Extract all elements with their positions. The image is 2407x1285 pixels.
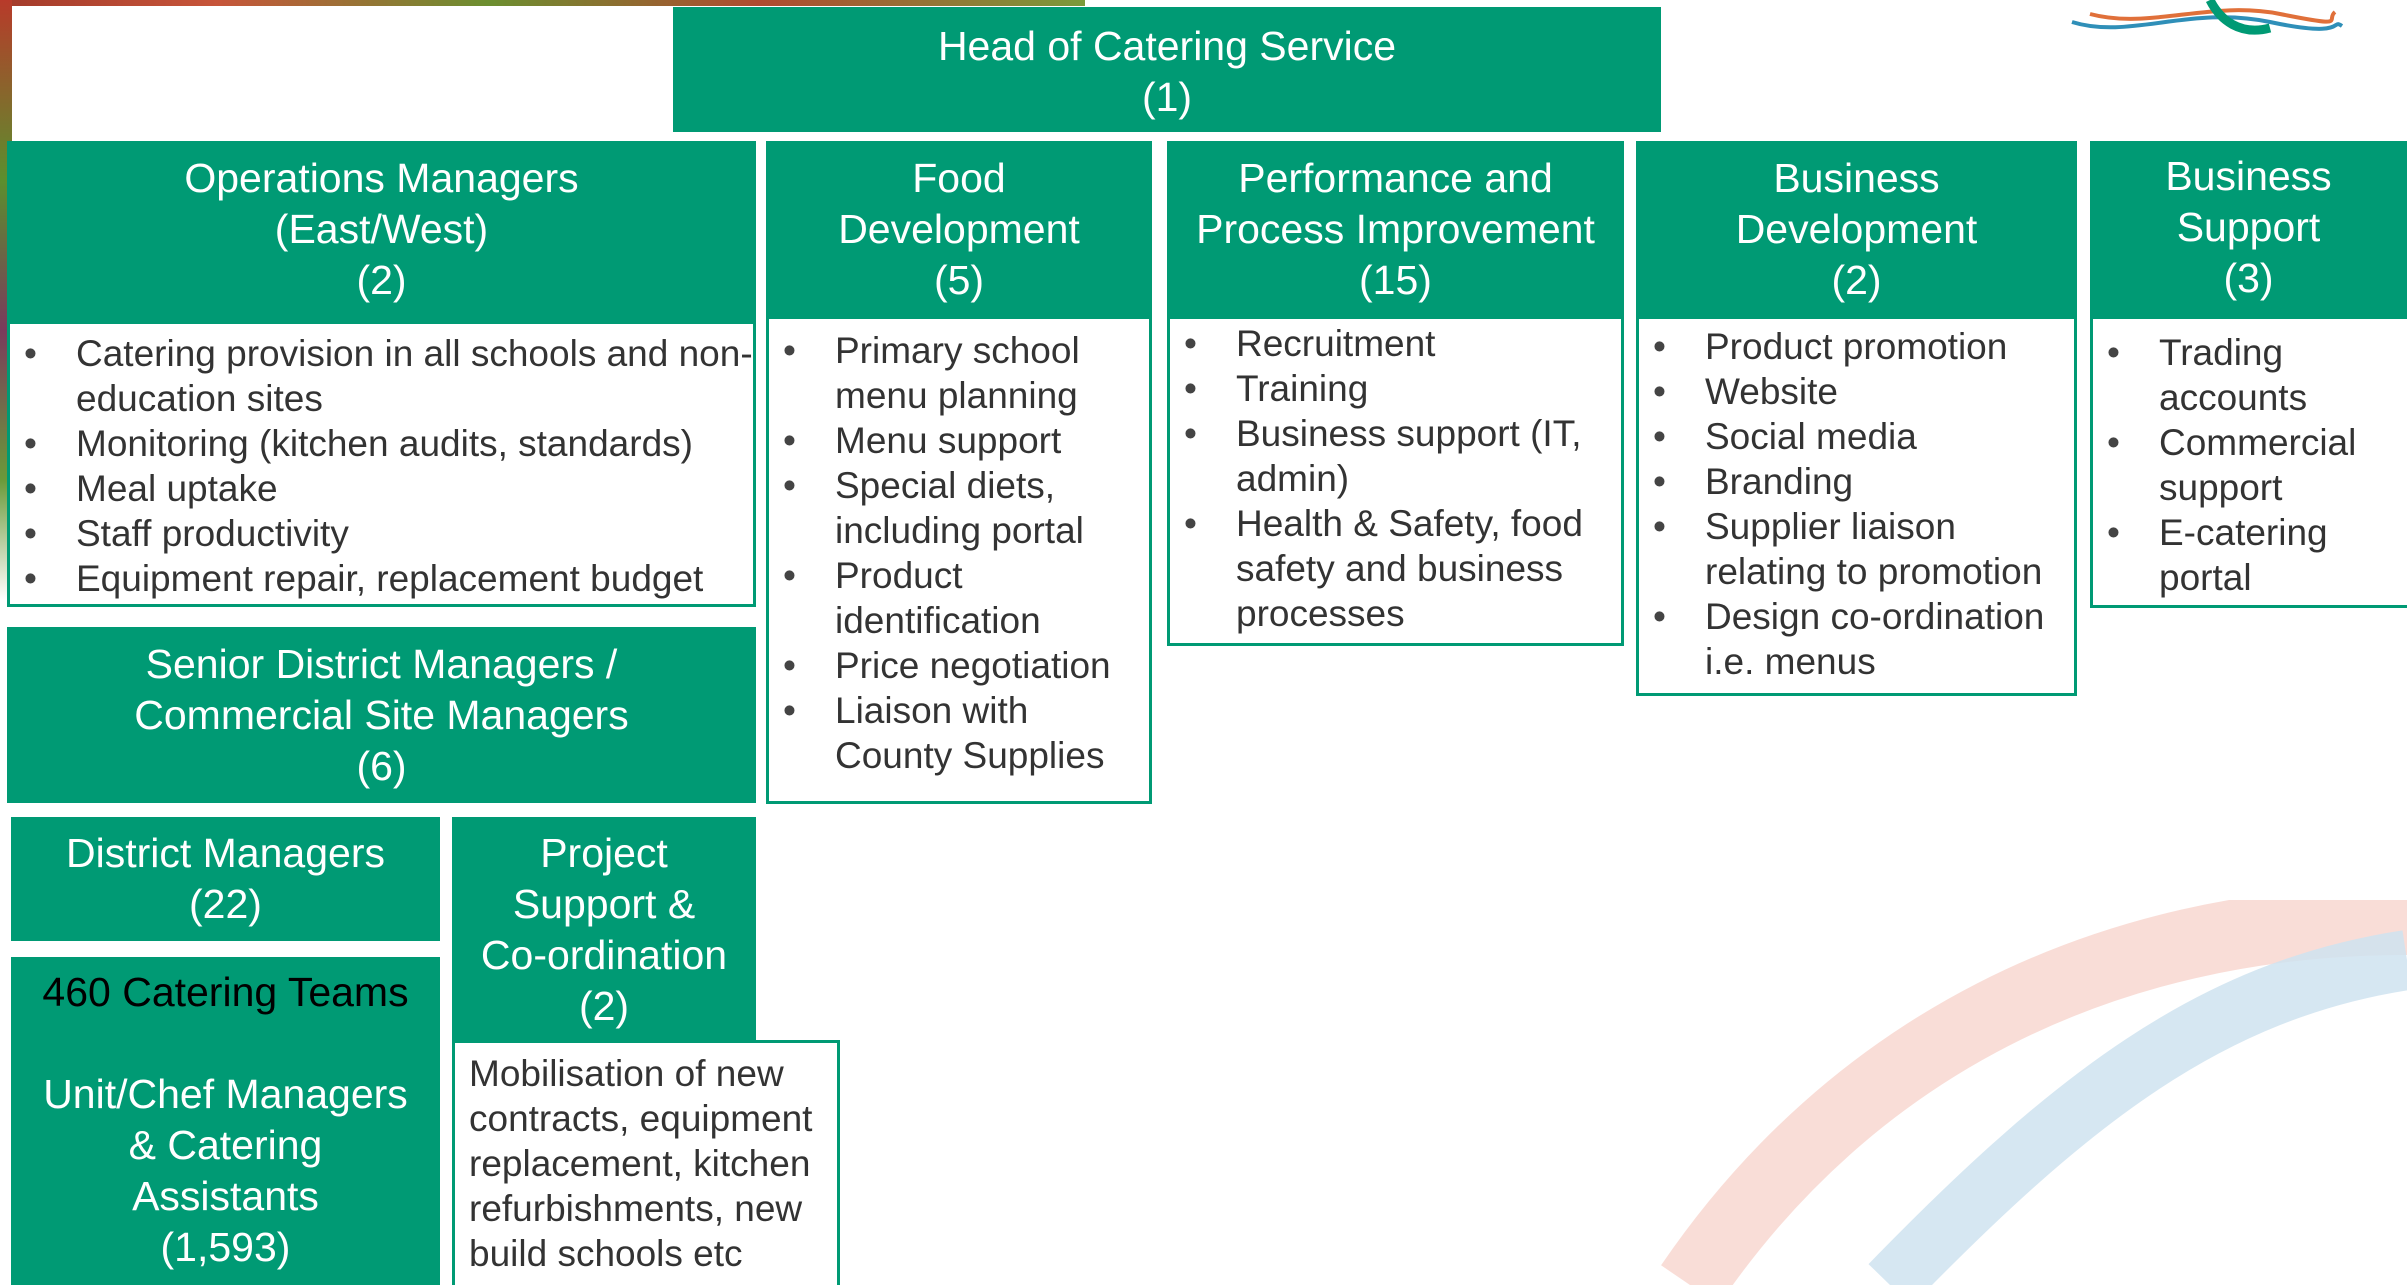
list-item: Business support (IT, admin) — [1170, 411, 1621, 501]
performance-title: Performance and — [1238, 155, 1553, 201]
project-support-description-box: Mobilisation of new contracts, equipment… — [452, 1040, 840, 1285]
list-item: Menu support — [769, 418, 1149, 463]
business-support-count: (3) — [2223, 255, 2274, 301]
head-of-catering-box: Head of Catering Service (1) — [673, 7, 1661, 132]
ribbon-swoosh-graphic — [1661, 900, 2407, 1285]
list-item: Social media — [1639, 414, 2074, 459]
senior-district-title: Senior District Managers / — [145, 641, 618, 687]
operations-managers-header: Operations Managers (East/West) (2) — [7, 141, 756, 321]
business-support-header: Business Support (3) — [2090, 141, 2407, 319]
operations-count: (2) — [356, 257, 407, 303]
list-item: Monitoring (kitchen audits, standards) — [10, 421, 753, 466]
catering-teams-spacer — [11, 1018, 440, 1069]
business-development-duties-list: Product promotion Website Social media B… — [1639, 324, 2074, 684]
senior-district-subtitle: Commercial Site Managers — [134, 692, 629, 738]
business-development-subtitle: Development — [1735, 206, 1978, 252]
list-item: Product promotion — [1639, 324, 2074, 369]
district-managers-box: District Managers (22) — [11, 817, 440, 941]
catering-teams-count: (1,593) — [160, 1224, 291, 1270]
business-development-title: Business — [1773, 155, 1940, 201]
food-development-header: Food Development (5) — [766, 141, 1152, 319]
list-item: Website — [1639, 369, 2074, 414]
list-item: Product identification — [769, 553, 1149, 643]
list-item: Commercial support — [2093, 420, 2407, 510]
food-development-duties-list: Primary school menu planning Menu suppor… — [769, 328, 1149, 778]
project-support-title-2: Support & — [512, 881, 696, 927]
catering-teams-title-3: Assistants — [132, 1173, 319, 1219]
operations-title: Operations Managers — [184, 155, 579, 201]
operations-duties-list: Catering provision in all schools and no… — [10, 331, 753, 601]
operations-duties-box: Catering provision in all schools and no… — [7, 321, 756, 607]
photo-strip-top — [0, 0, 1085, 6]
list-item: Health & Safety, food safety and busines… — [1170, 501, 1621, 636]
catering-teams-title: Unit/Chef Managers — [43, 1071, 408, 1117]
list-item: Equipment repair, replacement budget — [10, 556, 753, 601]
performance-duties-box: Recruitment Training Business support (I… — [1167, 316, 1624, 646]
list-item: Special diets, including portal — [769, 463, 1149, 553]
list-item: Training — [1170, 366, 1621, 411]
business-support-duties-box: Trading accounts Commercial support E-ca… — [2090, 316, 2407, 608]
list-item: Meal uptake — [10, 466, 753, 511]
project-support-title-3: Co-ordination — [480, 932, 728, 978]
list-item: E-catering portal — [2093, 510, 2407, 600]
business-development-header: Business Development (2) — [1636, 141, 2077, 319]
performance-header: Performance and Process Improvement (15) — [1167, 141, 1624, 319]
business-support-title: Business — [2165, 153, 2332, 199]
performance-subtitle: Process Improvement — [1196, 206, 1595, 252]
operations-subtitle: (East/West) — [274, 206, 489, 252]
catering-teams-box: 460 Catering Teams Unit/Chef Managers & … — [11, 957, 440, 1285]
project-support-title: Project — [540, 830, 668, 876]
food-development-subtitle: Development — [838, 206, 1080, 252]
swirl-logo-icon — [2071, 0, 2344, 35]
project-support-description: Mobilisation of new contracts, equipment… — [469, 1053, 813, 1274]
food-development-duties-box: Primary school menu planning Menu suppor… — [766, 316, 1152, 804]
list-item: Liaison with County Supplies — [769, 688, 1149, 778]
list-item: Staff productivity — [10, 511, 753, 556]
performance-duties-list: Recruitment Training Business support (I… — [1170, 321, 1621, 636]
district-managers-count: (22) — [189, 881, 262, 927]
senior-district-count: (6) — [356, 743, 407, 789]
business-development-count: (2) — [1831, 257, 1882, 303]
list-item: Supplier liaison relating to promotion — [1639, 504, 2074, 594]
head-title: Head of Catering Service — [937, 23, 1397, 69]
head-count: (1) — [1141, 74, 1193, 120]
list-item: Price negotiation — [769, 643, 1149, 688]
list-item: Recruitment — [1170, 321, 1621, 366]
food-development-title: Food — [912, 155, 1006, 201]
list-item: Trading accounts — [2093, 330, 2407, 420]
catering-teams-title-2: & Catering — [128, 1122, 323, 1168]
business-support-duties-list: Trading accounts Commercial support E-ca… — [2093, 330, 2407, 600]
project-support-count: (2) — [578, 983, 630, 1029]
list-item: Primary school menu planning — [769, 328, 1149, 418]
district-managers-title: District Managers — [66, 830, 385, 876]
list-item: Catering provision in all schools and no… — [10, 331, 753, 421]
list-item: Design co-ordination i.e. menus — [1639, 594, 2074, 684]
business-support-subtitle: Support — [2176, 204, 2321, 250]
business-development-duties-box: Product promotion Website Social media B… — [1636, 316, 2077, 696]
food-development-count: (5) — [933, 257, 985, 303]
catering-teams-heading: 460 Catering Teams — [42, 969, 409, 1015]
project-support-header: Project Support & Co-ordination (2) — [452, 817, 756, 1043]
performance-count: (15) — [1359, 257, 1432, 303]
senior-district-managers-box: Senior District Managers / Commercial Si… — [7, 627, 756, 803]
list-item: Branding — [1639, 459, 2074, 504]
